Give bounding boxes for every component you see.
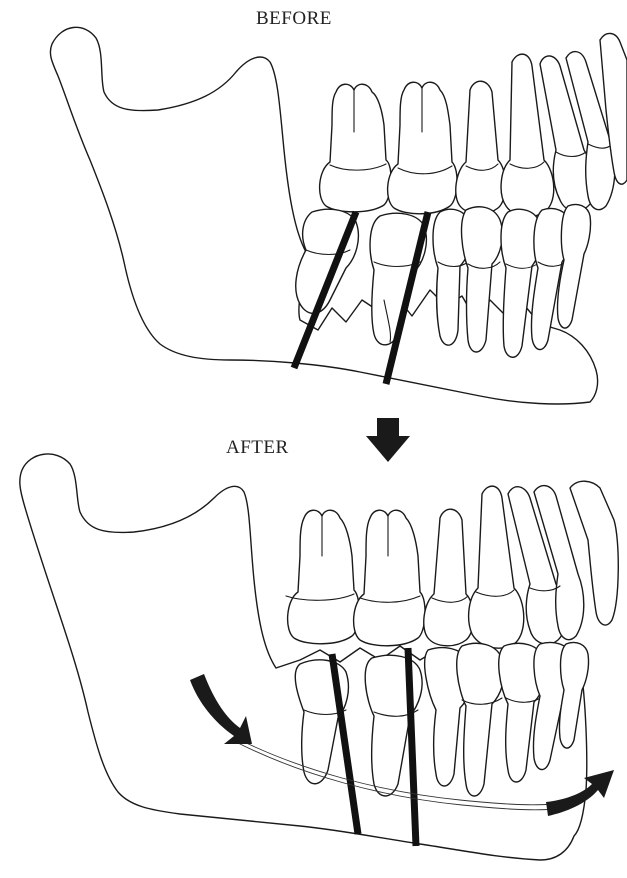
down-arrow-icon [366, 418, 410, 462]
after-upper-teeth [286, 481, 618, 648]
before-panel [50, 27, 627, 404]
before-upper-teeth [320, 33, 627, 216]
after-panel [20, 454, 618, 860]
